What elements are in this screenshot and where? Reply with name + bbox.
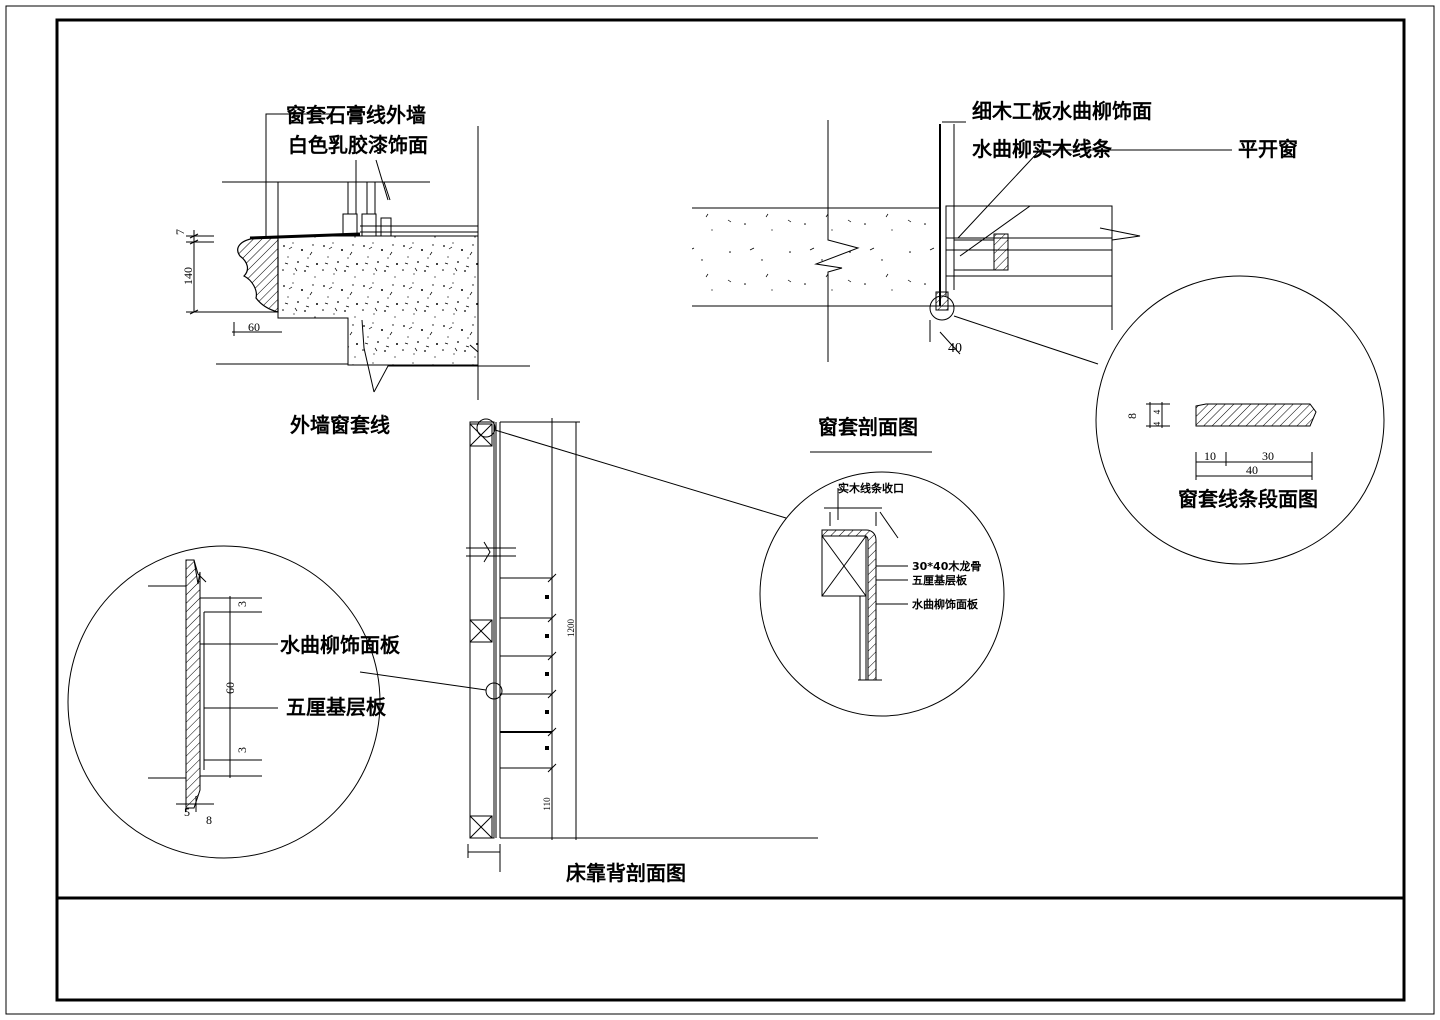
- dim-60b: 60: [223, 682, 237, 694]
- veneer-detail-circle: 3 60 3 5 8 水曲柳饰面板 五厘基层板: [67, 545, 401, 859]
- dim-140: 140: [181, 267, 195, 285]
- dim-60: 60: [248, 320, 260, 334]
- label-casement-window: 平开窗: [1238, 137, 1298, 161]
- label-exterior-window-trim: 外墙窗套线: [290, 413, 390, 437]
- dim-4a: 4: [1152, 409, 1162, 414]
- label-wood-keel: 30*40木龙骨: [912, 559, 981, 573]
- window-trim-section: 40 细木工板水曲柳饰面 水曲柳实木线条 平开窗 窗套剖面图: [692, 99, 1298, 453]
- dim-1200: 1200: [566, 619, 576, 638]
- label-five-ply-base: 五厘基层板: [286, 695, 387, 719]
- dim-40: 40: [948, 341, 962, 356]
- dim-7: 7: [173, 229, 187, 235]
- title-trim-strip-section: 窗套线条段面图: [1178, 487, 1318, 511]
- dim-40b: 40: [1246, 463, 1258, 477]
- headboard-section: 1200 110 床靠背剖面图: [359, 418, 818, 885]
- title-window-trim-section: 窗套剖面图: [818, 415, 918, 439]
- dim-5: 5: [184, 805, 190, 819]
- label-plywood-ash-veneer: 细木工板水曲柳饰面: [972, 99, 1152, 123]
- dim-30: 30: [1262, 449, 1274, 463]
- dim-8b: 8: [206, 813, 212, 827]
- dim-10: 10: [1204, 449, 1216, 463]
- trim-strip-detail-circle: 8 4 4 10 30 40 窗套线条段面图: [1095, 275, 1385, 565]
- dim-8: 8: [1125, 413, 1139, 419]
- exterior-trim-section: 7 140 60 窗套石膏线外墙 白色乳胶漆饰面 外墙窗套线: [173, 103, 530, 437]
- label-window-gypsum-line: 窗套石膏线外墙: [286, 103, 426, 127]
- label-solid-wood-edge: 实木线条收口: [838, 481, 904, 495]
- label-five-ply-base-small: 五厘基层板: [912, 573, 968, 587]
- title-headboard-section: 床靠背剖面图: [566, 861, 686, 885]
- label-ash-solid-wood-strip: 水曲柳实木线条: [972, 137, 1113, 161]
- dim-3a: 3: [235, 601, 249, 607]
- dim-3b: 3: [235, 747, 249, 753]
- label-ash-veneer-panel: 水曲柳饰面板: [280, 633, 401, 657]
- label-ash-veneer-small: 水曲柳饰面板: [912, 597, 979, 611]
- edge-detail-circle: 实木线条收口 30*40木龙骨 五厘基层板 水曲柳饰面板: [759, 471, 1005, 717]
- dim-110: 110: [542, 797, 552, 811]
- sheet-frame: [5, 5, 1435, 1015]
- dim-4b: 4: [1152, 421, 1162, 426]
- label-white-latex-paint: 白色乳胶漆饰面: [288, 133, 428, 157]
